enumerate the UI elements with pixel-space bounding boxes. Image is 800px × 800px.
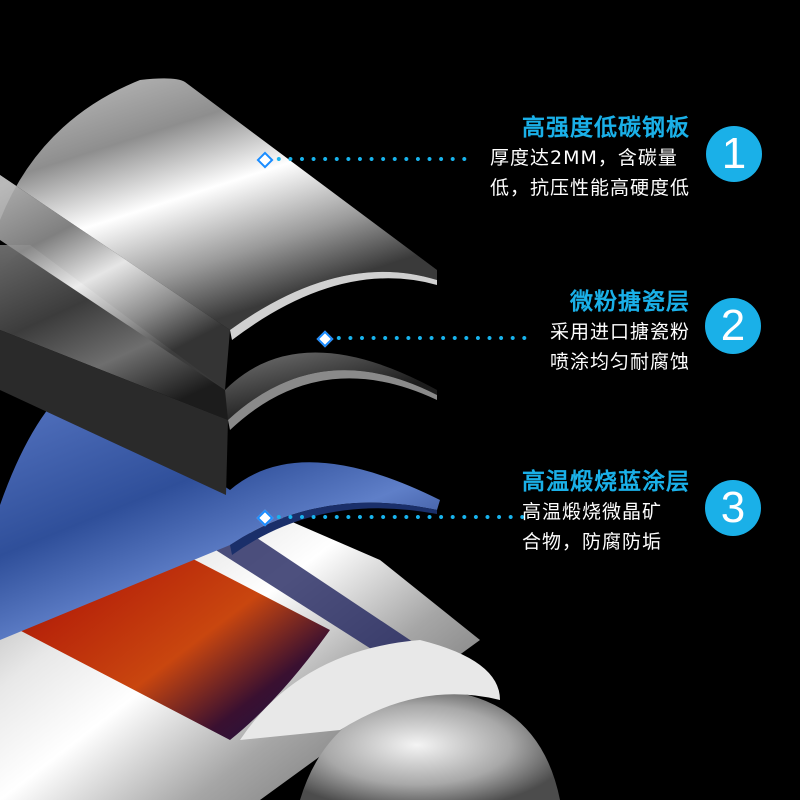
steel-plate-layer [0,78,437,331]
number-badge-3: 3 [705,480,761,536]
dotted-leader [333,336,531,340]
callout-desc-line: 低，抗压性能高硬度低 [489,177,690,199]
callout-title: 高强度低碳钢板 [522,115,690,141]
dotted-leader [273,157,471,161]
leader-line-2 [316,330,531,348]
callout-desc-line: 厚度达2MM，含碳量 [489,147,678,169]
number-badge-1: 1 [706,126,762,182]
callout-title: 高温煅烧蓝涂层 [522,469,690,495]
callout-desc-line: 高温煅烧微晶矿 [522,501,663,523]
dotted-leader [273,515,531,519]
number-badge-2: 2 [705,298,761,354]
blue-coating-layer [0,385,440,640]
callout-title: 微粉搪瓷层 [570,289,690,315]
callout-desc-line: 采用进口搪瓷粉 [549,321,690,343]
leader-line-1 [256,151,471,169]
leader-line-3 [256,509,531,527]
callout-desc-line: 合物，防腐防垢 [522,531,663,553]
callout-2: 微粉搪瓷层 采用进口搪瓷粉 喷涂均匀耐腐蚀 [550,287,690,377]
callout-3: 高温煅烧蓝涂层 高温煅烧微晶矿 合物，防腐防垢 [522,467,690,557]
callout-1: 高强度低碳钢板 厚度达2MM，含碳量 低，抗压性能高硬度低 [490,113,690,203]
callout-desc-line: 喷涂均匀耐腐蚀 [549,351,690,373]
